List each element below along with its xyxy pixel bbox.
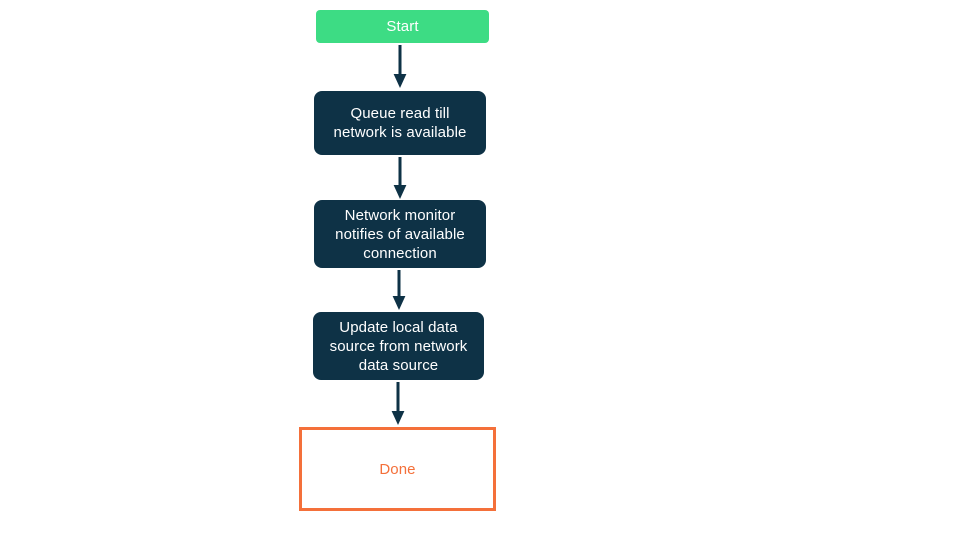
flow-node-network-monitor[interactable]: Network monitor notifies of available co… — [314, 200, 486, 268]
flow-arrow-start-to-queue-read — [390, 45, 410, 89]
flow-node-done-label: Done — [379, 460, 416, 478]
flow-node-queue-read[interactable]: Queue read till network is available — [314, 91, 486, 155]
flow-arrow-update-local-to-done — [388, 382, 408, 428]
flow-node-network-monitor-label: Network monitor notifies of available co… — [335, 206, 465, 262]
flow-node-start-label: Start — [386, 18, 419, 35]
flow-node-update-local-label: Update local data source from network da… — [329, 318, 468, 374]
flow-node-queue-read-label: Queue read till network is available — [333, 105, 467, 141]
flow-node-update-local[interactable]: Update local data source from network da… — [313, 312, 484, 380]
flow-arrow-network-monitor-to-update-local — [389, 270, 409, 314]
flow-arrow-queue-read-to-network-monitor — [390, 157, 410, 201]
flow-node-done[interactable]: Done — [299, 427, 496, 511]
flow-node-start[interactable]: Start — [316, 10, 489, 43]
